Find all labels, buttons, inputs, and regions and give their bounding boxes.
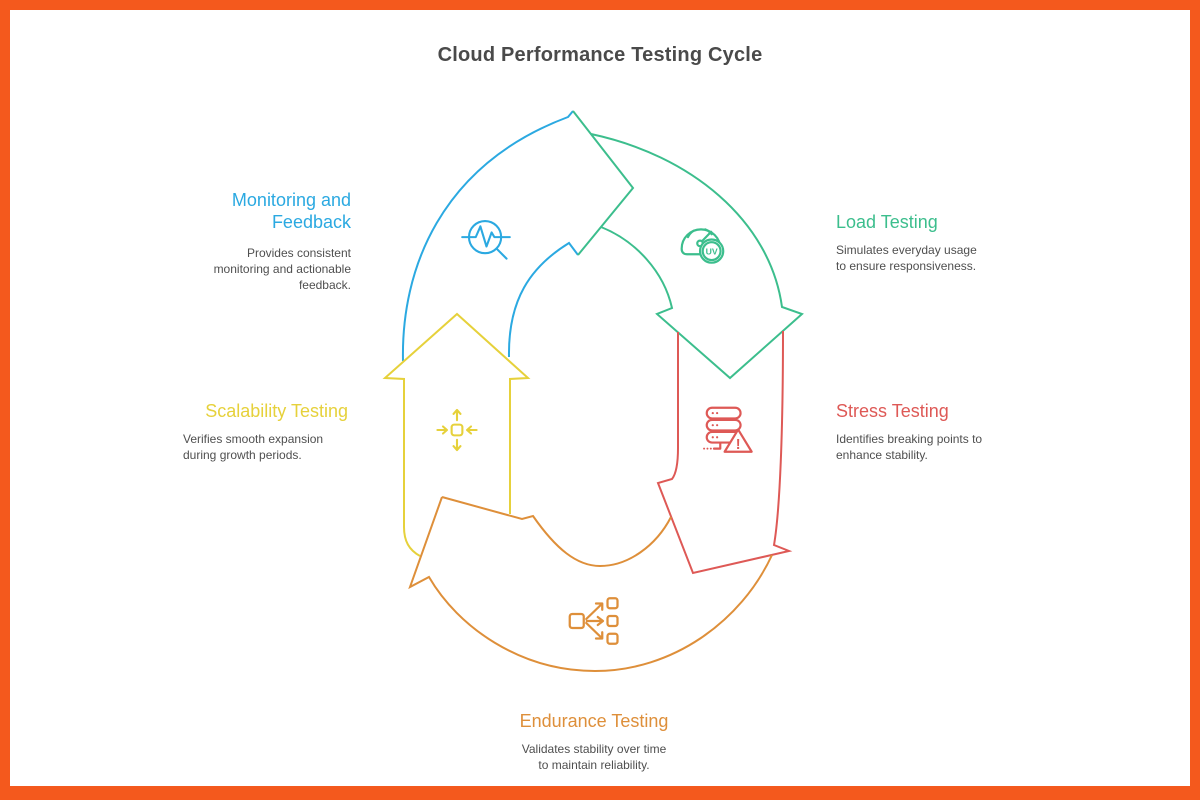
arrow-endurance [408, 496, 773, 673]
svg-text:UV: UV [706, 246, 718, 256]
stage-label: Stress Testing [836, 401, 949, 421]
arrow-stress [656, 330, 793, 575]
stage-description: Simulates everyday usage to ensure respo… [836, 243, 977, 273]
stage-description: Identifies breaking points to enhance st… [836, 432, 983, 462]
stage-load-testing: Load Testing Simulates everyday usage to… [836, 211, 1036, 274]
server-warning-icon: ! [703, 406, 753, 453]
arrow-load [572, 110, 804, 380]
stage-monitoring-and-feedback: Monitoring and Feedback Provides consist… [141, 189, 351, 293]
stage-stress-testing: Stress Testing Identifies breaking point… [836, 400, 1046, 463]
stage-label: Endurance Testing [519, 711, 669, 731]
arrow-scalability [382, 312, 531, 557]
arrow-monitoring [401, 110, 579, 362]
page-title: Cloud Performance Testing Cycle [437, 44, 763, 66]
svg-text:!: ! [736, 437, 741, 453]
stage-label: Scalability Testing [205, 401, 348, 421]
stage-description: Provides consistent monitoring and actio… [213, 246, 351, 292]
stage-label: Load Testing [836, 212, 938, 232]
stage-description: Validates stability over time to maintai… [521, 742, 667, 772]
expand-arrows-icon [436, 408, 478, 452]
stage-scalability-testing: Scalability Testing Verifies smooth expa… [183, 400, 348, 463]
stage-endurance-testing: Endurance Testing Validates stability ov… [484, 710, 704, 773]
gauge-users-icon: UV [680, 228, 725, 264]
distribution-icon [568, 597, 619, 645]
stage-description: Verifies smooth expansion during growth … [183, 432, 324, 462]
pulse-magnifier-icon [461, 219, 511, 260]
stage-label: Monitoring and Feedback [231, 190, 351, 232]
